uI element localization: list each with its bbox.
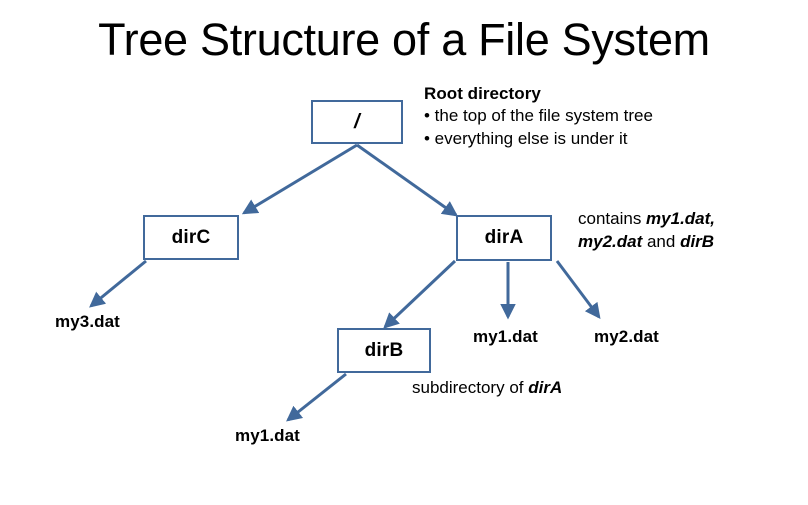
page-title: Tree Structure of a File System (98, 14, 710, 65)
annotation-dirb-dira: dirA (528, 378, 563, 397)
node-dira-label: dirA (484, 227, 524, 248)
annotation-root-bullet-2: • everything else is under it (424, 128, 628, 148)
edge-dirB-to-my1 (286, 372, 347, 422)
node-dirc[interactable]: dirC (143, 215, 239, 260)
annotation-dira-prefix: contains (578, 209, 647, 228)
edge-dirA-to-dirB (383, 259, 457, 329)
node-root-label: / (354, 110, 360, 133)
annotation-root-heading: Root directory (424, 84, 541, 103)
annotation-dira-line-2: my2.dat and dirB (578, 231, 715, 254)
annotation-dira-my1: my1.dat, (646, 209, 716, 228)
edge-root-to-dirC (241, 143, 358, 215)
leaf-my1-dat-under-dirb: my1.dat (235, 426, 300, 445)
leaf-my1-dat-under-dira: my1.dat (473, 327, 538, 346)
annotation-dira-contains: contains my1.dat, my2.dat and dirB (578, 208, 715, 254)
annotation-dira-and: and (642, 231, 681, 251)
node-dirc-label: dirC (171, 226, 211, 248)
annotation-dira-dirb: dirB (680, 231, 715, 251)
node-dirb-label: dirB (364, 339, 404, 361)
node-dirb[interactable]: dirB (337, 328, 431, 373)
edge-dirC-to-my3 (89, 259, 147, 308)
leaf-my3-dat: my3.dat (55, 312, 120, 331)
annotation-dira-line-1: contains my1.dat, (578, 208, 715, 231)
edge-root-to-dirA (356, 143, 459, 217)
annotation-root-bullet-1: • the top of the file system tree (424, 106, 653, 126)
leaf-my2-dat-under-dira: my2.dat (594, 327, 659, 346)
annotation-dirb-subdirectory: subdirectory of dirA (412, 377, 562, 400)
annotation-dira-my2: my2.dat (578, 231, 643, 251)
edge-dirA-to-my2 (555, 260, 601, 319)
node-root[interactable]: / (311, 100, 403, 144)
node-dira[interactable]: dirA (456, 215, 552, 261)
annotation-dirb-prefix: subdirectory of (412, 378, 529, 397)
annotation-dirb-line-1: subdirectory of dirA (412, 377, 562, 400)
annotation-root-directory: Root directory • the top of the file sys… (424, 83, 653, 150)
